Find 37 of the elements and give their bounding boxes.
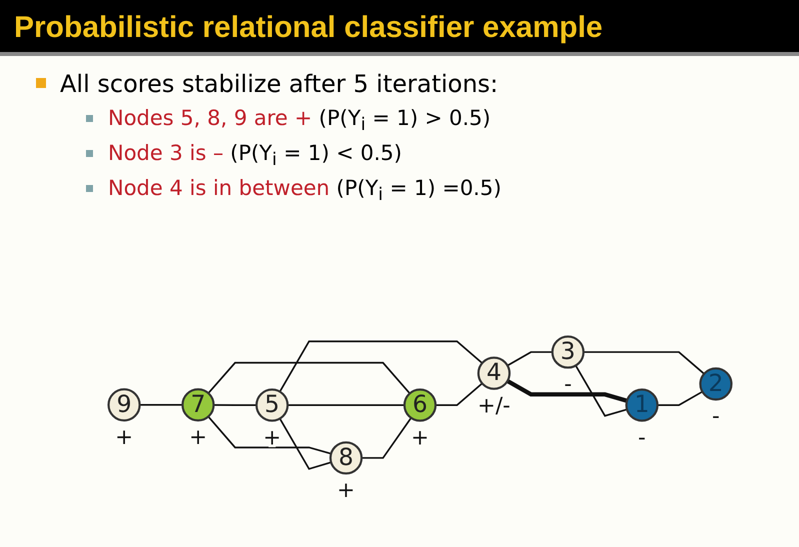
connector: [214, 404, 257, 406]
connector: [436, 382, 483, 406]
connector: [575, 365, 628, 417]
class-sign: -: [638, 425, 646, 450]
connector: [507, 351, 552, 366]
connector: [279, 418, 332, 470]
node-circle: 5: [255, 388, 289, 422]
node-circle: 1: [625, 388, 659, 422]
node-circle: 7: [181, 388, 215, 422]
class-sign: -: [712, 404, 720, 430]
sub-bullet-text: Nodes 5, 8, 9 are + (P(Y$_{i}$ = 1) > 0.5): [108, 106, 491, 130]
class-sign: +: [189, 425, 208, 450]
connector: [208, 362, 410, 394]
slide-title: Probabilistic relational classifier example: [0, 0, 799, 56]
node-circle: 9: [108, 388, 141, 422]
connector: [362, 417, 412, 459]
connector: [140, 404, 183, 406]
class-sign: -: [564, 372, 572, 398]
class-sign: +: [411, 425, 429, 450]
class-sign: +/-: [478, 393, 510, 418]
connector: [657, 390, 703, 406]
connector: [506, 379, 628, 403]
node-circle: 3: [551, 335, 585, 369]
bullet-text: All scores stabilize after 5 iterations:: [60, 70, 498, 98]
connector: [583, 351, 705, 374]
node-circle: 2: [699, 367, 732, 401]
class-sign: +: [263, 425, 282, 450]
node-circle: 8: [329, 441, 363, 475]
node-circle: 6: [403, 388, 437, 422]
connector: [279, 340, 483, 392]
sub-bullet-text: Node 3 is – (P(Y$_{i}$ = 1) < 0.5): [108, 141, 402, 166]
class-sign: +: [337, 478, 356, 504]
connector: [288, 404, 404, 406]
node-circle: 4: [477, 356, 511, 390]
class-sign: +: [115, 425, 134, 450]
connector: [208, 416, 332, 455]
sub-bullet-text: Node 4 is in between (P(Y$_{i}$ = 1) =0.5): [108, 176, 502, 200]
